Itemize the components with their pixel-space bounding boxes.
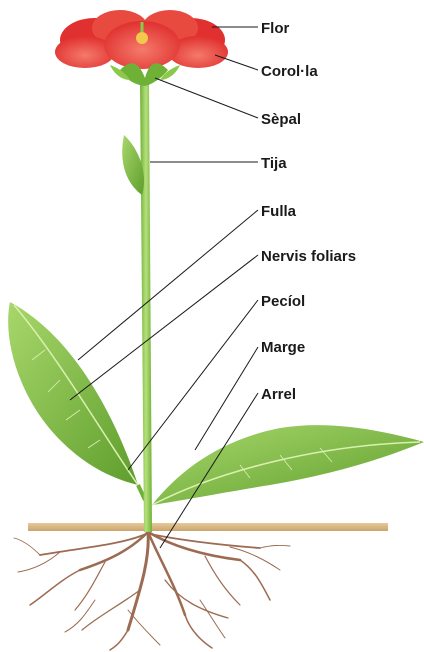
label-sepal: Sèpal <box>261 111 301 128</box>
leader-marge <box>195 347 258 450</box>
label-arrel: Arrel <box>261 386 296 403</box>
flower <box>55 10 228 86</box>
label-peciol: Pecíol <box>261 293 305 310</box>
label-marge: Marge <box>261 339 305 356</box>
leader-corolla <box>215 55 258 70</box>
leader-fulla <box>78 210 258 360</box>
leader-sepal <box>155 78 258 118</box>
label-fulla: Fulla <box>261 203 297 220</box>
right-leaf <box>152 425 424 505</box>
left-leaf <box>8 302 145 500</box>
label-tija: Tija <box>261 155 287 172</box>
leader-nervis <box>70 255 258 400</box>
label-flor: Flor <box>261 20 289 37</box>
roots <box>14 532 290 650</box>
soil-line <box>28 523 388 531</box>
label-corolla: Corol·la <box>261 63 318 80</box>
label-nervis-foliars: Nervis foliars <box>261 248 356 265</box>
